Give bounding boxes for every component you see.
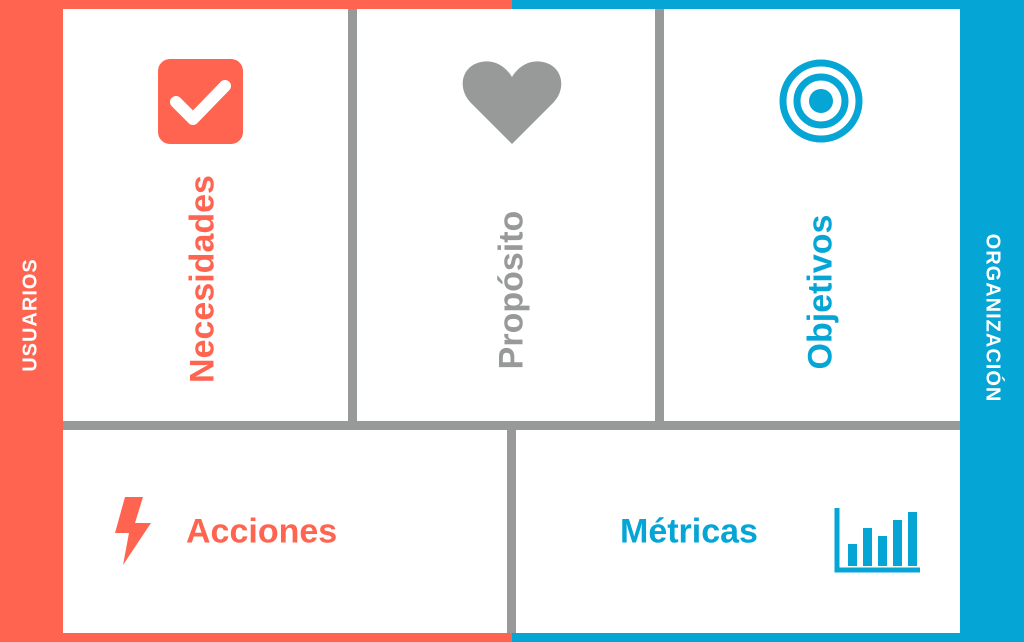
lightning-bolt-icon — [115, 497, 151, 565]
cell-acciones: Acciones — [63, 430, 507, 633]
canvas-grid: Necesidades Propósito Objetivos Acciones — [63, 9, 960, 633]
organization-side-label: ORGANIZACIÓN — [981, 233, 1004, 403]
heart-icon — [462, 61, 562, 144]
cell-metricas: Métricas — [516, 430, 960, 633]
checkbox-check-icon — [158, 59, 243, 144]
objetivos-title: Objetivos — [801, 214, 840, 370]
cell-objetivos: Objetivos — [664, 9, 960, 421]
acciones-title: Acciones — [186, 512, 338, 551]
target-icon — [779, 59, 863, 143]
cell-necesidades: Necesidades — [63, 9, 348, 421]
cell-proposito: Propósito — [357, 9, 655, 421]
users-side-label: USUARIOS — [19, 258, 42, 372]
metricas-title: Métricas — [620, 512, 758, 551]
proposito-title: Propósito — [492, 210, 531, 370]
bar-chart-icon — [834, 508, 920, 573]
necesidades-title: Necesidades — [183, 175, 222, 383]
